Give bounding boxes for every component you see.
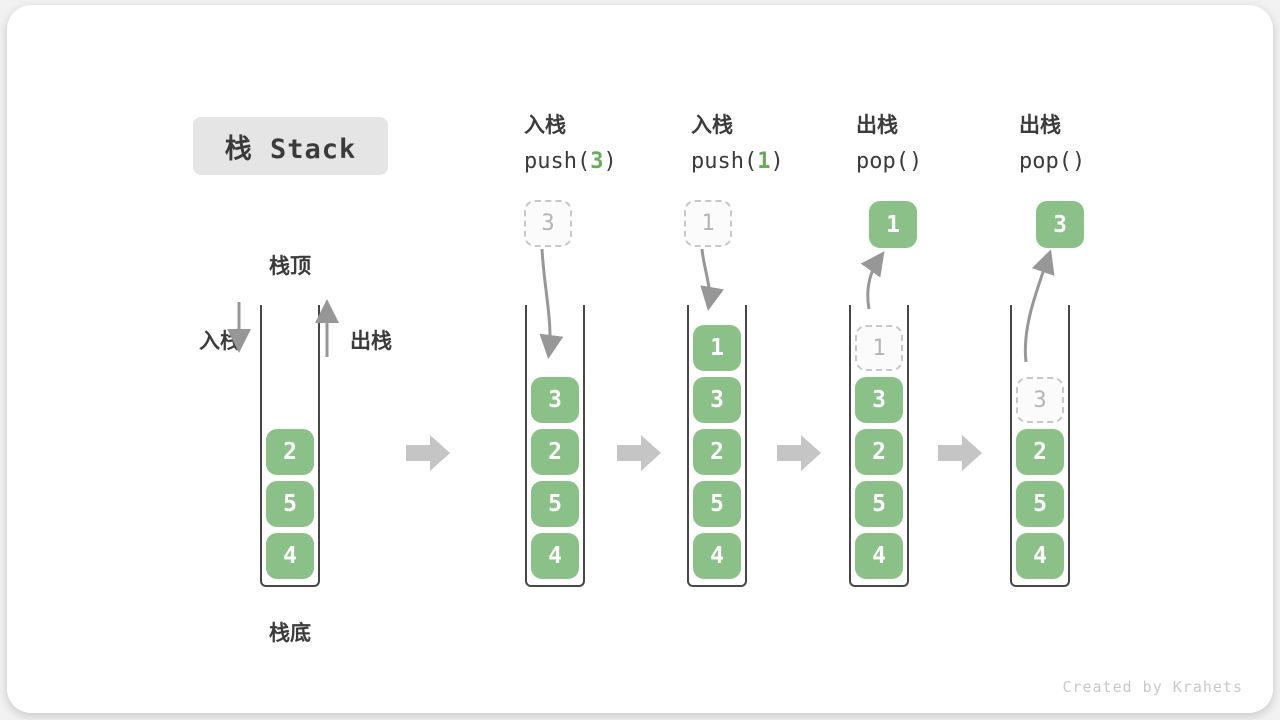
op-header-push-3: 入栈 push(3)	[524, 109, 617, 174]
state-transition-arrow	[777, 435, 821, 471]
state-transition-arrow	[938, 435, 982, 471]
push-1-flow-arrow	[700, 248, 724, 311]
op-code: pop()	[856, 149, 923, 174]
stack-state-2: 3 2 5 4	[525, 305, 585, 587]
stack-bottom-label: 栈底	[269, 621, 311, 645]
stack-state-1: 2 5 4	[260, 305, 320, 587]
op-code-arg: 1	[757, 149, 771, 174]
stack-cell-ghost: 3	[1016, 377, 1064, 423]
stack-state-5: 3 2 5 4	[1010, 305, 1070, 587]
op-code: push(1)	[691, 149, 784, 174]
stack-cell: 5	[266, 481, 314, 527]
stack-cell: 5	[693, 481, 741, 527]
title-badge: 栈 Stack	[193, 117, 388, 175]
stack-cell: 3	[855, 377, 903, 423]
op-header-push-1: 入栈 push(1)	[691, 109, 784, 174]
popped-value-box-1: 1	[869, 201, 917, 248]
watermark: Created by Krahets	[1062, 678, 1243, 696]
stack-cell: 4	[266, 533, 314, 579]
stack-cell-ghost: 1	[855, 325, 903, 371]
pushed-value-box-1: 1	[684, 200, 732, 247]
stack-cell: 4	[531, 533, 579, 579]
stack-state-4: 1 3 2 5 4	[849, 305, 909, 587]
op-code: pop()	[1019, 149, 1086, 174]
stack-cell: 4	[693, 533, 741, 579]
op-name: 入栈	[524, 113, 566, 137]
stack-cell: 2	[693, 429, 741, 475]
push-side-label: 入栈	[199, 329, 241, 353]
stack-cell: 2	[855, 429, 903, 475]
stack-cell: 4	[855, 533, 903, 579]
stack-cell: 5	[1016, 481, 1064, 527]
stack-cell: 5	[855, 481, 903, 527]
stack-cell: 5	[531, 481, 579, 527]
op-header-pop-3: 出栈 pop()	[1019, 109, 1085, 174]
op-code-arg: 3	[590, 149, 604, 174]
stack-cell: 2	[531, 429, 579, 475]
popped-value-box-3: 3	[1036, 201, 1084, 248]
stack-cell: 2	[1016, 429, 1064, 475]
stack-cell: 3	[531, 377, 579, 423]
title-text: 栈 Stack	[224, 133, 357, 165]
stack-top-label: 栈顶	[269, 254, 311, 278]
diagram-card: 栈 Stack 入栈 push(3) 入栈 push(1) 出栈 pop() 出…	[7, 5, 1273, 713]
stack-cell: 4	[1016, 533, 1064, 579]
pop-1-flow-arrow	[860, 251, 885, 310]
op-name: 出栈	[1019, 113, 1061, 137]
stack-state-3: 1 3 2 5 4	[687, 305, 747, 587]
op-header-pop-1: 出栈 pop()	[856, 109, 922, 174]
pushed-value-box-3: 3	[524, 200, 572, 247]
state-transition-arrow	[617, 435, 661, 471]
stack-cell: 3	[693, 377, 741, 423]
pop-side-label: 出栈	[350, 329, 392, 353]
op-name: 入栈	[691, 113, 733, 137]
op-name: 出栈	[856, 113, 898, 137]
stack-cell: 1	[693, 325, 741, 371]
state-transition-arrow	[406, 435, 450, 471]
op-code: push(3)	[524, 149, 617, 174]
stack-cell: 2	[266, 429, 314, 475]
